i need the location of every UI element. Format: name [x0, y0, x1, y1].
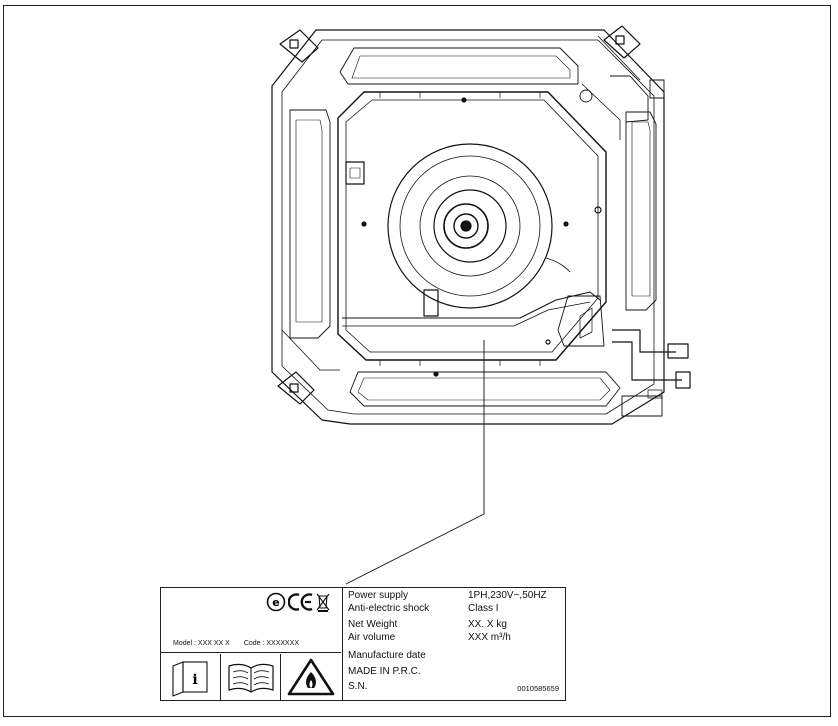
- hanger-bracket-tr: [603, 25, 641, 59]
- nameplate-label: e Model : XXX XX X Code : XXXXXXX: [160, 587, 566, 701]
- svg-text:i: i: [192, 672, 197, 688]
- svg-text:e: e: [272, 596, 279, 609]
- spec-air-volume-value: XXX m³/h: [468, 632, 511, 643]
- ce-mark-icon: [288, 593, 313, 611]
- manual-info-icon-cell: i: [161, 654, 221, 700]
- bottom-louver: [349, 371, 621, 407]
- unit-outer-body: [271, 29, 665, 425]
- weee-bin-icon: [316, 593, 330, 612]
- spec-anti-shock-label: Anti-electric shock: [348, 603, 430, 614]
- label-leader-line: [345, 340, 485, 585]
- hanger-bracket-bl: [277, 371, 315, 405]
- spec-power-supply-label: Power supply: [348, 590, 409, 601]
- nameplate-specs: Power supply 1PH,230V~,50HZ Anti-electri…: [343, 588, 565, 700]
- certification-marks: e: [266, 591, 330, 613]
- spec-net-weight-label: Net Weight: [348, 619, 398, 630]
- spec-anti-shock-value: Class I: [468, 603, 499, 614]
- drawing-frame: [3, 5, 831, 717]
- spec-manufacture-date-label: Manufacture date: [348, 650, 426, 661]
- inner-panel: [337, 91, 607, 361]
- refrigerant-pipe: [612, 329, 676, 353]
- fan-outer-ring: [387, 143, 553, 309]
- nameplate-left-panel: e Model : XXX XX X Code : XXXXXXX: [161, 588, 343, 700]
- spec-air-volume-label: Air volume: [348, 632, 396, 643]
- read-manual-icon-cell: [221, 654, 281, 700]
- read-manual-icon: [228, 663, 274, 693]
- model-text: Model : XXX XX X: [173, 640, 230, 647]
- warning-icons-row: i: [161, 654, 341, 700]
- hanger-bracket-tl: [279, 29, 319, 63]
- fan-hub: [453, 213, 479, 239]
- right-louver: [625, 111, 657, 311]
- spec-net-weight-value: XX. X kg: [468, 619, 507, 630]
- spec-power-supply-value: 1PH,230V~,50HZ: [468, 590, 547, 601]
- spec-serial-number-label: S.N.: [348, 681, 368, 692]
- top-louver: [339, 47, 579, 85]
- code-text: Code : XXXXXXX: [243, 640, 300, 647]
- flammable-warning-icon-cell: [281, 654, 341, 700]
- model-code-line: Model : XXX XX X Code : XXXXXXX: [161, 640, 341, 653]
- manual-info-icon: i: [172, 661, 208, 697]
- spec-made-in-label: MADE IN P.R.C.: [348, 666, 421, 677]
- serial-number: 0010585659: [517, 683, 559, 693]
- e-mark-icon: e: [266, 592, 286, 612]
- flammable-warning-icon: [287, 658, 335, 696]
- control-box: [345, 161, 365, 185]
